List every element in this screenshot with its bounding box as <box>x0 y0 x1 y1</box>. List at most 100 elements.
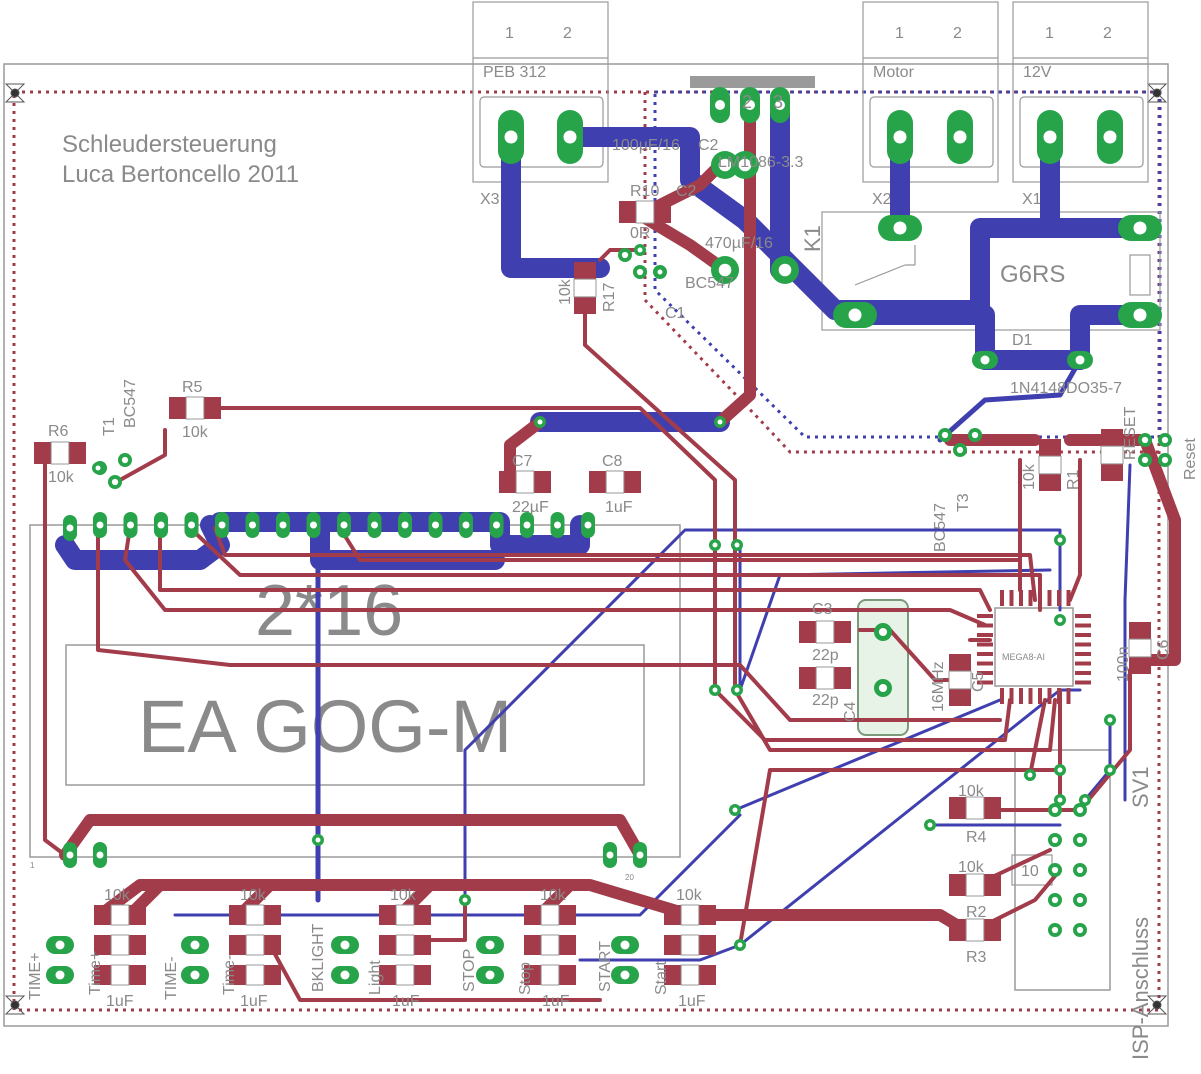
smd-button-res2-1 <box>229 934 281 956</box>
via-21-drill <box>95 465 101 471</box>
regulator-pad-1 <box>740 87 760 123</box>
reset-pad-2 <box>1138 453 1152 467</box>
reset-pad-1-drill <box>1161 436 1169 444</box>
mcu-pin-bottom-1 <box>1009 688 1014 704</box>
mcu-pin-top-6 <box>1057 590 1061 606</box>
terminal-pad-4-drill <box>1043 130 1057 144</box>
smd-r4 <box>949 796 1001 820</box>
via-3-drill <box>734 542 740 548</box>
smd-button-res2-2-pad-b <box>413 935 431 955</box>
smd-button-res-0-body <box>110 904 130 926</box>
isp-pad-3 <box>1073 833 1087 847</box>
smd-c6 <box>1128 622 1152 674</box>
smd-r6-pad-b <box>68 442 86 464</box>
x2-name-label: X2 <box>872 191 892 208</box>
isp-pad-0 <box>1048 803 1062 817</box>
lcd-mount-pad-3-drill <box>636 851 644 859</box>
smd-button-cap-3-pad-b <box>558 965 576 985</box>
smd-reset-body <box>1100 445 1124 465</box>
lcd-pin-pad-15-drill <box>554 521 561 529</box>
lcd-pin-pad-12-drill <box>462 521 470 529</box>
x3-value-label: PEB 312 <box>483 64 546 81</box>
mcu-pin-right-0 <box>1075 614 1091 618</box>
smd-button-res-0-pad-b <box>128 905 146 925</box>
via-21 <box>92 462 104 474</box>
button-5-right-label: Start <box>653 961 670 995</box>
smd-c8-body <box>605 470 625 494</box>
smd-r10-body <box>635 200 655 224</box>
transistor-pad-0-drill <box>621 251 629 259</box>
smd-button-res2-4-body <box>680 934 700 956</box>
terminal-pad-1-drill <box>563 130 577 144</box>
terminal-pad-4 <box>1037 110 1063 164</box>
transistor-pad-5 <box>118 453 132 467</box>
lcd-pin-pad-7 <box>306 512 321 538</box>
isp-pad-2 <box>1048 833 1062 847</box>
smd-button-cap-4-body <box>680 964 700 986</box>
mcu-pin-bottom-3 <box>1028 688 1033 704</box>
smd-c3-body <box>815 620 835 644</box>
smd-button-cap-2-pad-a <box>379 965 397 985</box>
mcu-pin-left-7 <box>977 680 993 685</box>
smd-button-res2-0-body <box>110 934 130 956</box>
button-5-cap-label: 1uF <box>678 993 706 1010</box>
button-pad-6 <box>476 936 504 954</box>
diode-pad-0-drill <box>980 355 990 365</box>
smd-button-res-2-body <box>395 904 415 926</box>
button-pad-8 <box>611 936 639 954</box>
smd-r1 <box>1038 439 1062 491</box>
relay-pad-0-drill <box>893 221 907 235</box>
lcd-mount-pad-2 <box>603 842 617 868</box>
smd-r17-pad-a <box>574 262 596 280</box>
lcd-pin-pad-14 <box>520 512 534 538</box>
regulator-pad-2 <box>770 87 790 123</box>
mcu-pin-left-3 <box>977 642 993 647</box>
c2-name-label: C2 <box>698 137 719 154</box>
lcd-pin-pad-1-drill <box>127 521 134 529</box>
isp-pad-4 <box>1048 863 1062 877</box>
smd-c6-pad-b <box>1129 656 1151 674</box>
isp-pad-9 <box>1073 923 1087 937</box>
smd-r6-pad-a <box>34 442 52 464</box>
lcd-pin-pad-9 <box>367 512 382 538</box>
lcd-model-label: EA GOG-M <box>138 685 512 768</box>
board-author: Luca Bertoncello 2011 <box>62 161 299 188</box>
smd-button-res-2-pad-a <box>379 905 397 925</box>
c5-name-label: C5 <box>970 671 987 692</box>
reset-pad-3-drill <box>1161 456 1169 464</box>
lcd-pin-pad-8-drill <box>340 521 348 529</box>
smd-c7 <box>499 470 551 494</box>
c3-value-label: 22p <box>812 647 839 664</box>
smd-button-res-3-body <box>540 904 560 926</box>
r4-value-label: 10k <box>958 783 985 800</box>
via-17 <box>1079 794 1091 806</box>
regulator-heatsink <box>690 76 815 88</box>
button-4-res-label: 10k <box>540 887 567 904</box>
smd-button-res2-3-pad-b <box>558 935 576 955</box>
smd-button-res-1-pad-a <box>229 905 247 925</box>
smd-c8-pad-a <box>589 471 607 493</box>
transistor-pad-6 <box>938 428 952 442</box>
isp-pad-5 <box>1073 863 1087 877</box>
smd-button-cap-2-body <box>395 964 415 986</box>
terminal-pad-2-drill <box>893 130 907 144</box>
smd-c5-pad-a <box>949 654 971 672</box>
relay-pad-0 <box>878 215 922 241</box>
lcd-pin-pad-2-drill <box>157 521 165 529</box>
lcd-pin-pad-16-drill <box>584 521 592 529</box>
button-3-left-label: BKLIGHT <box>310 923 327 992</box>
via-8 <box>729 804 741 816</box>
cap-pad-3 <box>731 151 759 179</box>
reset-pad-2-drill <box>1141 456 1149 464</box>
via-1-drill <box>717 419 723 425</box>
transistor-pad-4-drill <box>111 478 119 486</box>
mcu-pin-top-4 <box>1038 590 1042 606</box>
lcd-pin1-label: 1 <box>30 861 35 870</box>
lcd-pin-pad-11-drill <box>432 521 439 529</box>
c4-value-label: 22p <box>812 692 839 709</box>
via-10 <box>1054 764 1066 776</box>
r2-name-label: R2 <box>966 904 987 921</box>
mcu-pin-left-1 <box>977 623 993 628</box>
via-4-drill <box>712 687 718 693</box>
lcd-pin-pad-0 <box>93 512 107 538</box>
